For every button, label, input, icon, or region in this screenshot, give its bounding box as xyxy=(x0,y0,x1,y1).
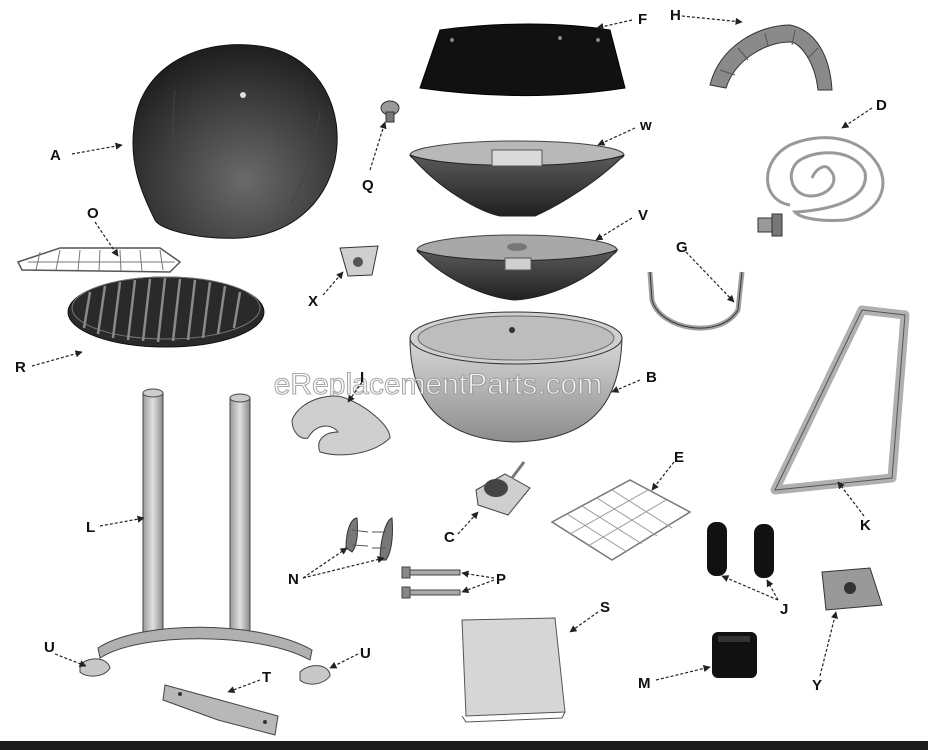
part-v-lower-cone xyxy=(416,234,619,301)
label-r: R xyxy=(15,359,26,376)
part-e-grid-rack xyxy=(550,479,692,561)
label-q: Q xyxy=(362,177,374,194)
label-n: N xyxy=(288,571,299,588)
part-u-foot-left xyxy=(79,658,111,677)
part-q-knob xyxy=(380,100,400,123)
label-d: D xyxy=(876,97,887,114)
label-p: P xyxy=(496,571,506,588)
part-a-lid xyxy=(132,44,338,239)
part-k-frame xyxy=(770,305,910,495)
label-v: V xyxy=(638,207,648,224)
part-d-heating-element xyxy=(757,136,885,237)
label-j: J xyxy=(780,601,788,618)
label-l: L xyxy=(86,519,95,536)
part-c-controller xyxy=(475,461,531,516)
label-c: C xyxy=(444,529,455,546)
part-b-bowl xyxy=(409,311,623,443)
part-t-bracket-plate xyxy=(162,684,279,736)
part-w-upper-cone xyxy=(409,140,625,217)
part-i-latch xyxy=(291,395,391,456)
leader-lines xyxy=(31,15,873,694)
label-u-left: U xyxy=(44,639,55,656)
label-y: Y xyxy=(812,677,822,694)
label-w: w xyxy=(639,117,652,134)
part-x-bracket xyxy=(339,245,379,277)
part-o-warming-rack xyxy=(16,247,182,273)
part-n-end-caps xyxy=(345,517,393,561)
label-k: K xyxy=(860,517,871,534)
part-j-wheels xyxy=(707,522,774,578)
label-a: A xyxy=(50,147,61,164)
label-x: X xyxy=(308,293,318,310)
part-labels: A O R Q X F H D w V G B I L C E K J N P … xyxy=(15,7,887,694)
label-g: G xyxy=(676,239,688,256)
label-m: M xyxy=(638,675,651,692)
part-l-legs xyxy=(97,388,313,661)
part-p-bolts xyxy=(401,566,461,599)
part-s-drip-plate xyxy=(461,617,566,723)
label-o: O xyxy=(87,205,99,222)
part-g-handle xyxy=(647,271,745,331)
part-r-cooking-grill xyxy=(67,276,265,348)
part-m-cover xyxy=(712,632,757,678)
watermark: eReplacementParts.com xyxy=(274,368,602,401)
part-f-heat-shield xyxy=(419,23,626,96)
label-i: I xyxy=(360,369,364,386)
bottom-bar xyxy=(0,741,928,750)
label-b: B xyxy=(646,369,657,386)
label-t: T xyxy=(262,669,271,686)
label-e: E xyxy=(674,449,684,466)
label-u-right: U xyxy=(360,645,371,662)
part-u-foot-right xyxy=(299,665,331,685)
label-f: F xyxy=(638,11,647,28)
part-h-arc-grate xyxy=(709,24,833,91)
label-h: H xyxy=(670,7,681,24)
part-y-clip xyxy=(821,567,883,611)
label-s: S xyxy=(600,599,610,616)
